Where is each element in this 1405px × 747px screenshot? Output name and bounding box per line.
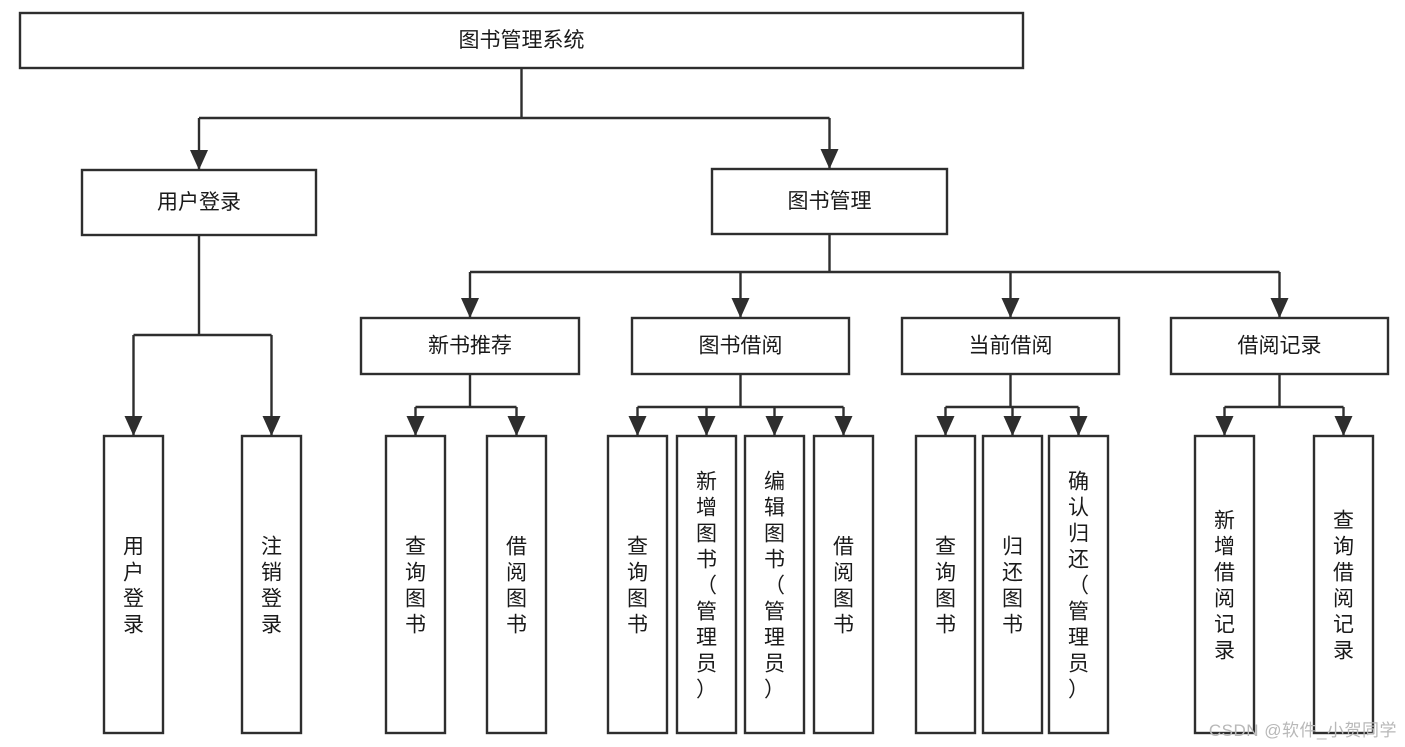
node-label: 查询图书 <box>935 536 956 637</box>
arrow-head-icon <box>507 416 526 436</box>
node-rect <box>630 316 851 376</box>
node-label: 借阅图书 <box>506 536 527 637</box>
node-rect <box>981 434 1044 735</box>
node-label: 当前借阅 <box>969 335 1053 358</box>
node-box-level2-0[interactable]: 用户登录 <box>80 168 318 237</box>
arrow-head-icon <box>1215 416 1234 436</box>
node-box-leaf-8[interactable]: 查询图书 <box>914 434 977 735</box>
arrow-head-icon <box>1003 416 1022 436</box>
node-rect <box>240 434 303 735</box>
node-label: 新书推荐 <box>428 335 512 358</box>
node-box-leaf-3[interactable]: 借阅图书 <box>485 434 548 735</box>
node-rect <box>102 434 165 735</box>
node-rect <box>359 316 581 376</box>
node-label: 新增借阅记录 <box>1214 510 1235 663</box>
node-label: 借阅记录 <box>1238 335 1322 358</box>
node-rect <box>1193 434 1256 735</box>
node-rect <box>914 434 977 735</box>
node-box-leaf-2[interactable]: 查询图书 <box>384 434 447 735</box>
arrow-head-icon <box>461 298 479 318</box>
node-box-leaf-4[interactable]: 查询图书 <box>606 434 669 735</box>
arrow-head-icon <box>731 298 750 318</box>
node-rect <box>743 434 806 735</box>
node-box-leaf-6[interactable]: 编辑图书（管理员） <box>743 434 806 735</box>
node-label: 归还图书 <box>1002 536 1023 637</box>
node-rect <box>675 434 738 735</box>
node-label: 查询借阅记录 <box>1333 510 1354 663</box>
node-box-root-0[interactable]: 图书管理系统 <box>18 11 1025 70</box>
arrow-head-icon <box>1069 416 1088 436</box>
node-rect <box>80 168 318 237</box>
node-box-level2-1[interactable]: 图书管理 <box>710 167 949 236</box>
node-layer: 图书管理系统用户登录图书管理新书推荐图书借阅当前借阅借阅记录用户登录注销登录查询… <box>18 11 1390 735</box>
node-rect <box>606 434 669 735</box>
node-box-level3-2[interactable]: 当前借阅 <box>900 316 1121 376</box>
node-rect <box>18 11 1025 70</box>
node-rect <box>900 316 1121 376</box>
arrow-head-icon <box>936 416 955 436</box>
arrow-head-icon <box>406 416 425 436</box>
arrow-head-icon <box>1001 298 1020 318</box>
arrow-head-icon <box>628 416 647 436</box>
node-rect <box>812 434 875 735</box>
node-label: 图书借阅 <box>699 335 783 358</box>
node-box-level3-0[interactable]: 新书推荐 <box>359 316 581 376</box>
node-label: 确认归还（管理员） <box>1068 471 1089 702</box>
node-rect <box>1312 434 1375 735</box>
node-label: 注销登录 <box>261 536 282 637</box>
node-box-leaf-0[interactable]: 用户登录 <box>102 434 165 735</box>
node-label: 用户登录 <box>123 536 144 637</box>
node-box-leaf-10[interactable]: 确认归还（管理员） <box>1047 434 1110 735</box>
arrow-head-icon <box>834 416 853 436</box>
arrow-head-icon <box>124 416 143 436</box>
node-rect <box>485 434 548 735</box>
node-box-leaf-11[interactable]: 新增借阅记录 <box>1193 434 1256 735</box>
node-box-level3-3[interactable]: 借阅记录 <box>1169 316 1390 376</box>
node-box-leaf-1[interactable]: 注销登录 <box>240 434 303 735</box>
arrow-head-icon <box>1334 416 1353 436</box>
arrow-head-icon <box>190 150 208 170</box>
node-label: 图书管理 <box>788 190 872 213</box>
node-label: 新增图书（管理员） <box>696 471 717 702</box>
arrow-head-icon <box>820 149 839 169</box>
node-rect <box>1169 316 1390 376</box>
node-box-level3-1[interactable]: 图书借阅 <box>630 316 851 376</box>
node-label: 借阅图书 <box>833 536 854 637</box>
node-label: 查询图书 <box>627 536 648 637</box>
arrow-head-icon <box>697 416 716 436</box>
node-box-leaf-5[interactable]: 新增图书（管理员） <box>675 434 738 735</box>
node-label: 图书管理系统 <box>459 29 585 52</box>
arrow-head-icon <box>765 416 784 436</box>
arrow-head-icon <box>1270 298 1289 318</box>
node-label: 编辑图书（管理员） <box>764 471 785 702</box>
node-rect <box>384 434 447 735</box>
node-rect <box>710 167 949 236</box>
node-box-leaf-7[interactable]: 借阅图书 <box>812 434 875 735</box>
node-label: 查询图书 <box>405 536 426 637</box>
node-rect <box>1047 434 1110 735</box>
arrow-head-icon <box>262 416 281 436</box>
node-box-leaf-12[interactable]: 查询借阅记录 <box>1312 434 1375 735</box>
node-box-leaf-9[interactable]: 归还图书 <box>981 434 1044 735</box>
connector-layer <box>124 68 1353 436</box>
csdn-watermark: CSDN @软件_小贺同学 <box>1208 721 1397 740</box>
node-label: 用户登录 <box>157 191 241 214</box>
